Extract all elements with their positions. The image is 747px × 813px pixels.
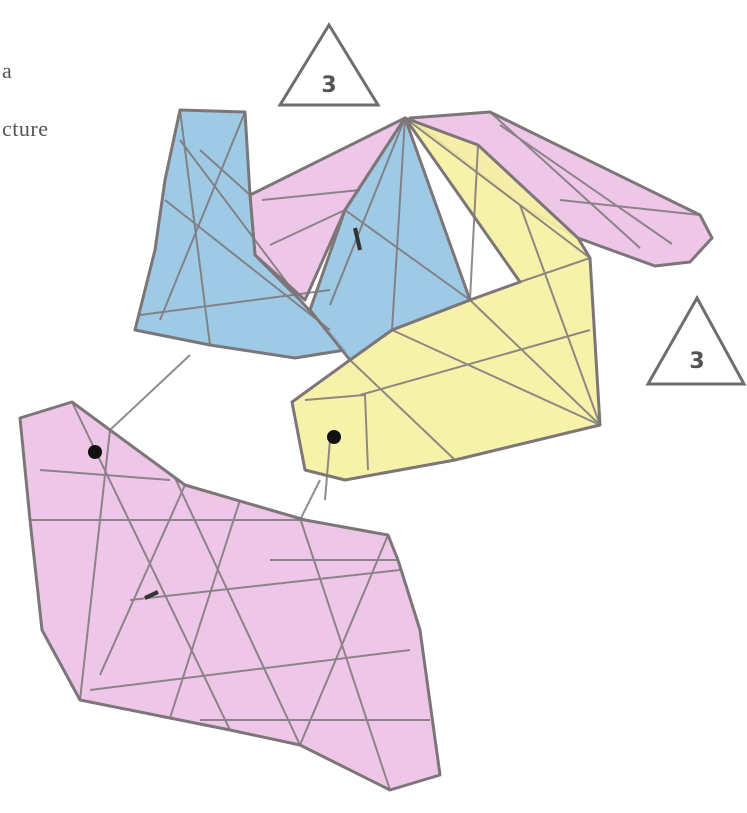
step-badge-right: 3 — [648, 298, 744, 384]
pivot-dot-center — [327, 430, 341, 444]
step-badge-right-label: 3 — [689, 349, 704, 374]
pivot-dot-left — [88, 445, 102, 459]
step-badge-top-label: 3 — [321, 73, 336, 98]
step-badge-top: 3 — [280, 25, 378, 105]
